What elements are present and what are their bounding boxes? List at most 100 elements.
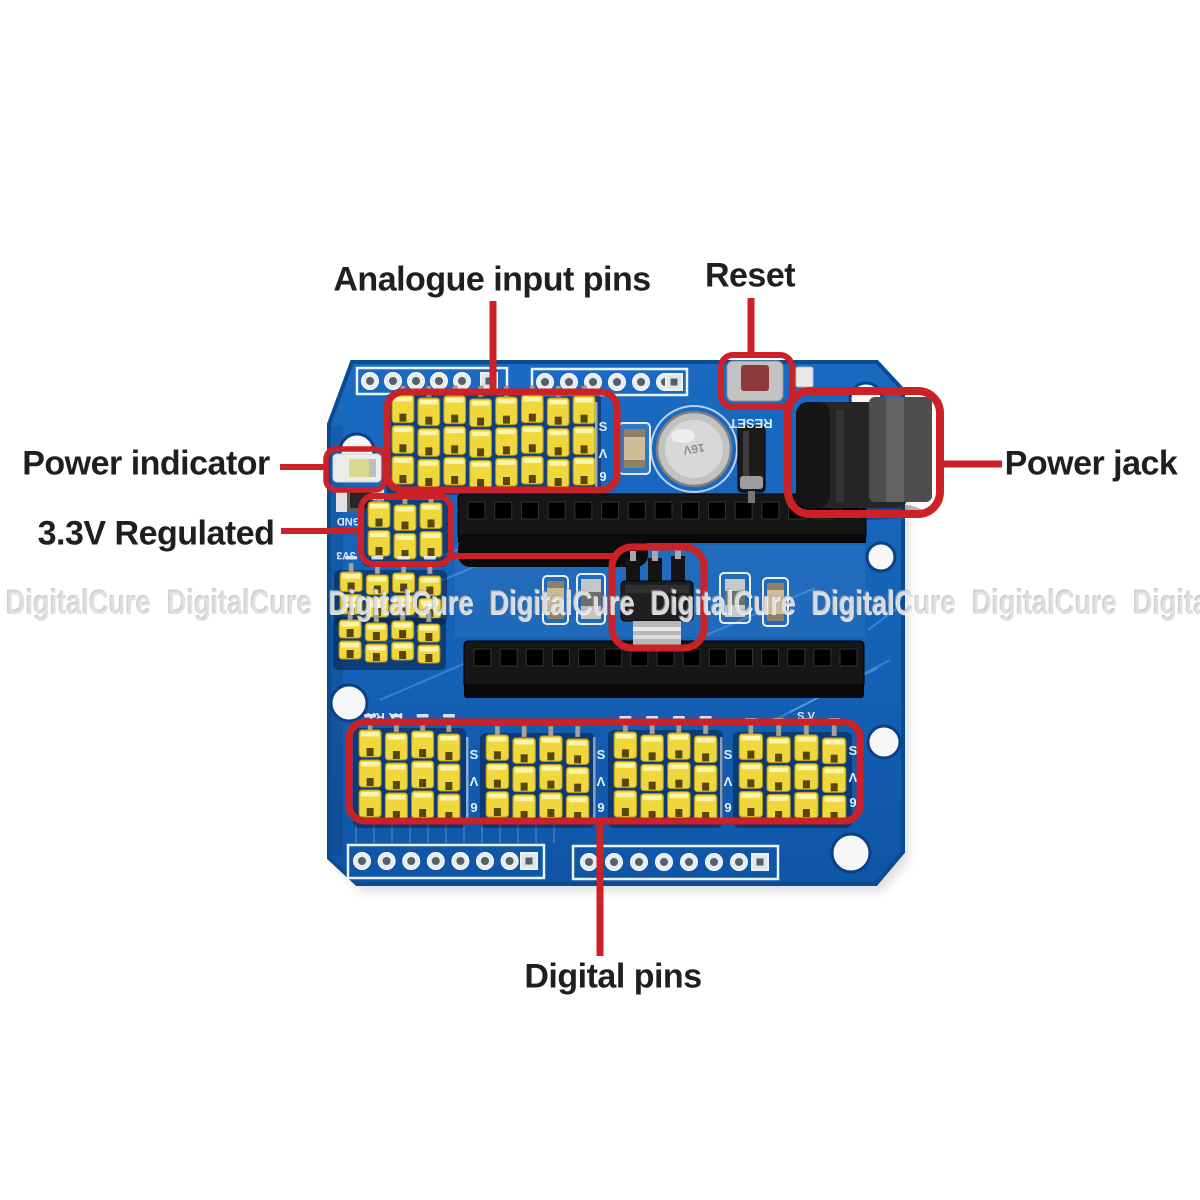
regulator-pin (652, 551, 658, 561)
reset-annotation-box (718, 352, 795, 410)
header-socket (525, 648, 544, 667)
jumper-slot (775, 753, 783, 762)
jumper-cap (358, 759, 382, 788)
mounting-hole (865, 541, 897, 573)
pin-row-letter: Λ (849, 770, 858, 785)
jumper-slot (346, 629, 354, 637)
jumper-highlight (497, 429, 516, 435)
header-socket (467, 501, 486, 520)
header-wedge (458, 537, 648, 567)
header-socket (787, 648, 806, 667)
jumper-slot (747, 779, 755, 788)
through-hole (456, 857, 465, 865)
jumper-slot (419, 779, 427, 787)
smd-outline-4 (719, 572, 751, 624)
regulator-lead (626, 558, 640, 584)
jumper-highlight (413, 763, 432, 768)
jumper-cap (693, 764, 718, 793)
jumper-slot (830, 754, 838, 763)
jumper-highlight (471, 431, 490, 437)
header2-base (464, 684, 864, 698)
jumper-highlight (643, 766, 662, 771)
through-hole (541, 378, 549, 386)
header-socket (654, 501, 673, 520)
jumper-slot (399, 630, 407, 638)
jumper-slot (493, 751, 501, 760)
pin-row-letter: S (849, 743, 858, 758)
jumper-cap (469, 398, 492, 428)
jumper-highlight (741, 736, 761, 741)
jumper-highlight (422, 505, 440, 510)
header-pin (831, 724, 837, 737)
pin-row-letter: S (470, 747, 479, 762)
analog-pins-annotation-box (383, 388, 621, 494)
through-hole (505, 857, 514, 865)
corner-silkscreen: Λ S (797, 709, 815, 721)
pin-row-letter: Λ (470, 774, 479, 789)
jumper-cap (437, 763, 461, 792)
regulator-annotation-box (608, 543, 708, 652)
jumper-slot (375, 518, 383, 527)
jumper-highlight (515, 740, 534, 745)
jumper-slot (648, 781, 656, 790)
header-pin (399, 610, 406, 623)
jumper-cap (693, 735, 718, 763)
mounting-hole (866, 724, 902, 760)
jumper-slot (445, 782, 453, 790)
jumper-slot (425, 447, 433, 456)
diode-band (740, 476, 763, 489)
jumper-highlight (367, 625, 386, 630)
callout-digital-pins-label: Digital pins (524, 957, 702, 996)
jumper-cap (613, 760, 638, 789)
pin-row-letter: 9 (599, 469, 606, 484)
jumper-slot (621, 778, 629, 787)
jumper-highlight (769, 796, 789, 801)
jumper-slot (451, 476, 459, 484)
jumper-slot (451, 414, 459, 423)
jumper-slot (347, 582, 355, 591)
jumper-highlight (523, 427, 542, 433)
header-socket (734, 501, 753, 520)
jumper-slot (520, 782, 528, 791)
jumper-slot (648, 811, 656, 819)
jumper-slot (802, 751, 810, 760)
jumper-cap (572, 395, 596, 425)
header-socket (551, 648, 570, 667)
jumper-highlight (387, 765, 406, 770)
smd-resistor-3 (767, 583, 784, 621)
pin-number-mark (423, 556, 436, 560)
3v3-silkscreen: 3V3 (336, 549, 356, 561)
jumper-highlight (669, 764, 688, 769)
jumper-slot (621, 749, 629, 758)
jumper-highlight (523, 458, 542, 463)
jumper-highlight (342, 574, 361, 579)
header-socket (656, 648, 675, 667)
jumper-cap (417, 428, 441, 457)
jumper-highlight (515, 768, 534, 773)
jumper-highlight (393, 623, 412, 628)
jumper-highlight (488, 793, 507, 799)
jumper-slot (400, 606, 408, 614)
header-socket (761, 648, 780, 667)
jumper-slot (580, 445, 588, 454)
jumper-highlight (669, 735, 688, 740)
header-socket (813, 648, 832, 667)
through-hole (412, 377, 420, 385)
jumper-highlight (370, 532, 388, 537)
jumper-highlight (541, 794, 560, 800)
jumper-cap (411, 730, 435, 759)
jumper-slot (445, 752, 453, 760)
capacitor-glare (671, 429, 695, 443)
jumper-slot (775, 782, 783, 791)
pin-hole-strips (346, 366, 780, 881)
through-hole (613, 378, 621, 386)
jumper-highlight (696, 738, 715, 743)
jumper-highlight (394, 397, 412, 402)
jumper-slot (392, 781, 400, 789)
regulator-glint (625, 585, 689, 593)
jumper-highlight (396, 535, 414, 540)
jumper-highlight (568, 797, 587, 803)
through-hole (431, 857, 440, 865)
smd-near-reset (795, 366, 814, 388)
jumper-slot (520, 754, 528, 763)
